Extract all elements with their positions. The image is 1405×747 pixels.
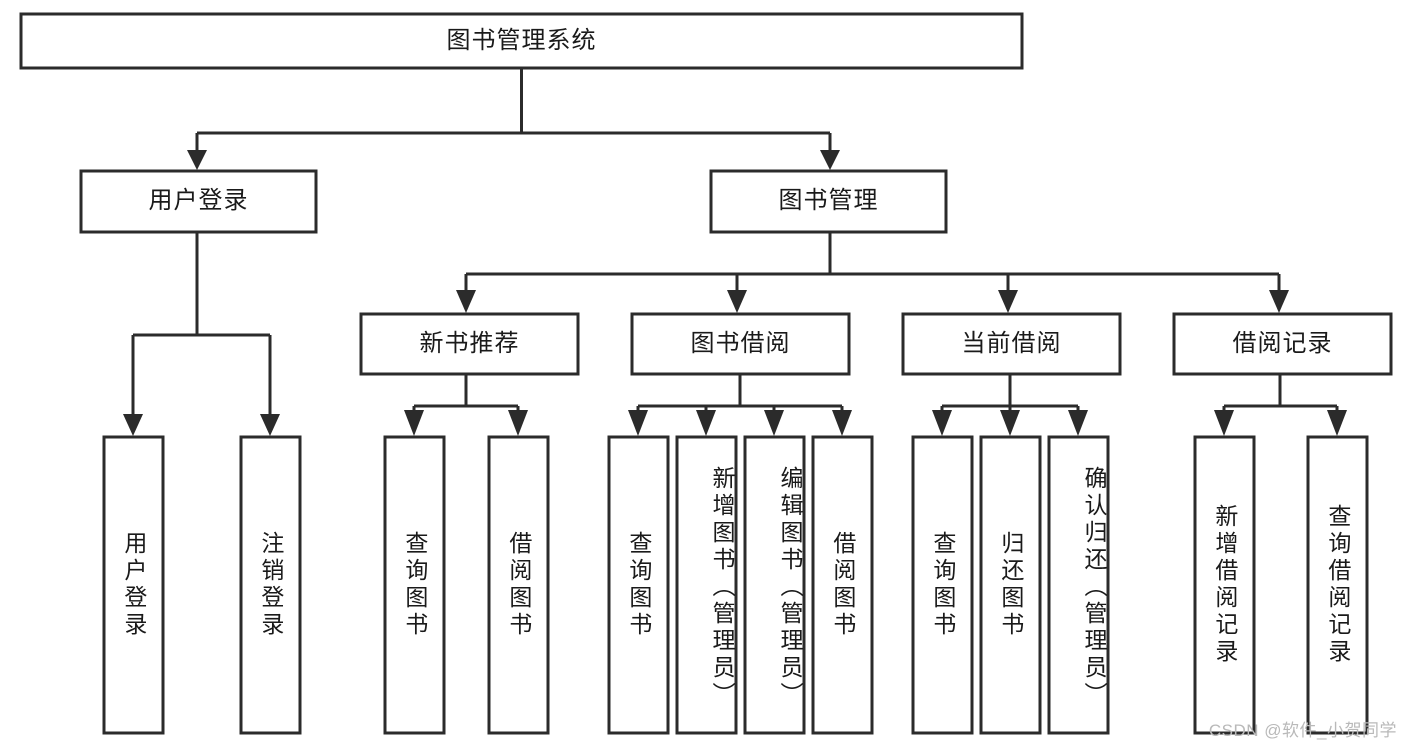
node-box-borrow-record[interactable] [1172, 312, 1393, 376]
node-box-book-management[interactable] [709, 169, 948, 234]
node-box-leaf-bb-add[interactable] [675, 435, 738, 735]
node-box-user-login[interactable] [79, 169, 318, 234]
arrow-head-leaf-user-login [123, 414, 143, 436]
node-box-leaf-bb-edit[interactable] [743, 435, 806, 735]
node-box-leaf-br-add[interactable] [1193, 435, 1256, 735]
node-box-current-borrow[interactable] [901, 312, 1122, 376]
node-box-new-book-recommend[interactable] [359, 312, 580, 376]
arrow-head-cb-leaf-3 [1068, 410, 1088, 436]
arrow-head-current-borrow [998, 290, 1018, 313]
arrow-head-book-mgmt [820, 150, 840, 170]
arrow-head-user-login [187, 150, 207, 170]
arrow-head-leaf-logout [260, 414, 280, 436]
node-box-leaf-user-login[interactable] [102, 435, 165, 735]
arrow-head-bb-leaf-1 [628, 410, 648, 436]
node-box-leaf-br-query[interactable] [1306, 435, 1369, 735]
node-box-book-borrow[interactable] [630, 312, 851, 376]
node-box-leaf-cb-confirm[interactable] [1047, 435, 1110, 735]
node-box-leaf-cb-return[interactable] [979, 435, 1042, 735]
arrow-head-br-leaf-1 [1214, 410, 1234, 436]
node-box-leaf-logout[interactable] [239, 435, 302, 735]
arrow-head-br-leaf-2 [1327, 410, 1347, 436]
csdn-watermark: CSDN @软件_小贺同学 [1208, 721, 1397, 740]
arrow-head-nb-leaf-2 [508, 410, 528, 436]
arrow-head-bb-leaf-4 [832, 410, 852, 436]
node-box-leaf-nb-query[interactable] [383, 435, 446, 735]
arrow-head-bb-leaf-2 [696, 410, 716, 436]
node-box-leaf-bb-borrow[interactable] [811, 435, 874, 735]
node-box-leaf-bb-query[interactable] [607, 435, 670, 735]
node-box-root[interactable] [19, 12, 1024, 70]
arrow-head-borrow-record [1269, 290, 1289, 313]
arrow-head-nb-leaf-1 [404, 410, 424, 436]
arrow-head-bb-leaf-3 [764, 410, 784, 436]
arrow-head-new-book [456, 290, 476, 313]
node-box-leaf-nb-borrow[interactable] [487, 435, 550, 735]
arrow-head-book-borrow [727, 290, 747, 313]
arrow-head-cb-leaf-1 [932, 410, 952, 436]
node-box-leaf-cb-query[interactable] [911, 435, 974, 735]
arrow-head-cb-leaf-2 [1000, 410, 1020, 436]
